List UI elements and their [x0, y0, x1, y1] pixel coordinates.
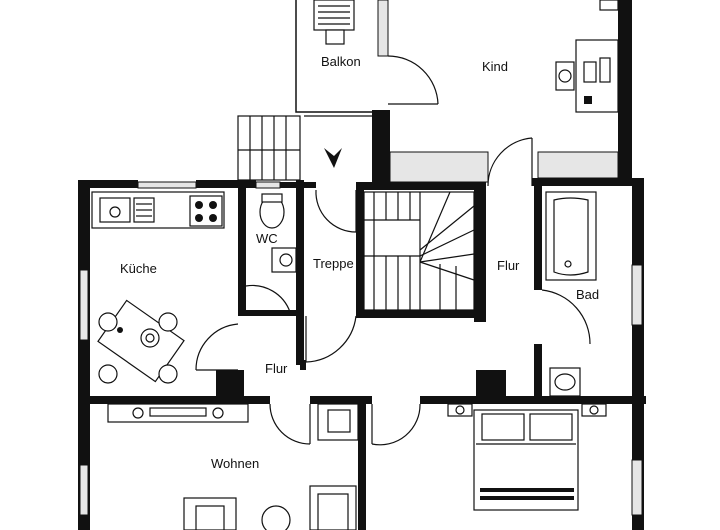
label-flur-left: Flur	[265, 361, 288, 376]
wc-fixtures	[245, 193, 297, 313]
kind-desk	[487, 0, 619, 187]
label-kind: Kind	[482, 59, 508, 74]
label-treppe: Treppe	[313, 256, 354, 271]
kueche-furniture	[91, 191, 225, 384]
label-flur-right: Flur	[497, 258, 520, 273]
bedroom-furniture	[447, 403, 607, 511]
windows	[79, 151, 643, 516]
treppe-stairs	[305, 189, 475, 363]
label-wohnen: Wohnen	[211, 456, 259, 471]
room-labels: Balkon Kind Küche WC Treppe Flur Bad Flu…	[120, 54, 599, 471]
label-wc: WC	[256, 231, 278, 246]
label-bad: Bad	[576, 287, 599, 302]
label-kueche: Küche	[120, 261, 157, 276]
bad-fixtures	[541, 191, 597, 397]
label-balkon: Balkon	[321, 54, 361, 69]
wohnen-furniture	[107, 403, 359, 530]
flur-left-doors	[195, 323, 421, 446]
balkon-area	[237, 0, 439, 181]
